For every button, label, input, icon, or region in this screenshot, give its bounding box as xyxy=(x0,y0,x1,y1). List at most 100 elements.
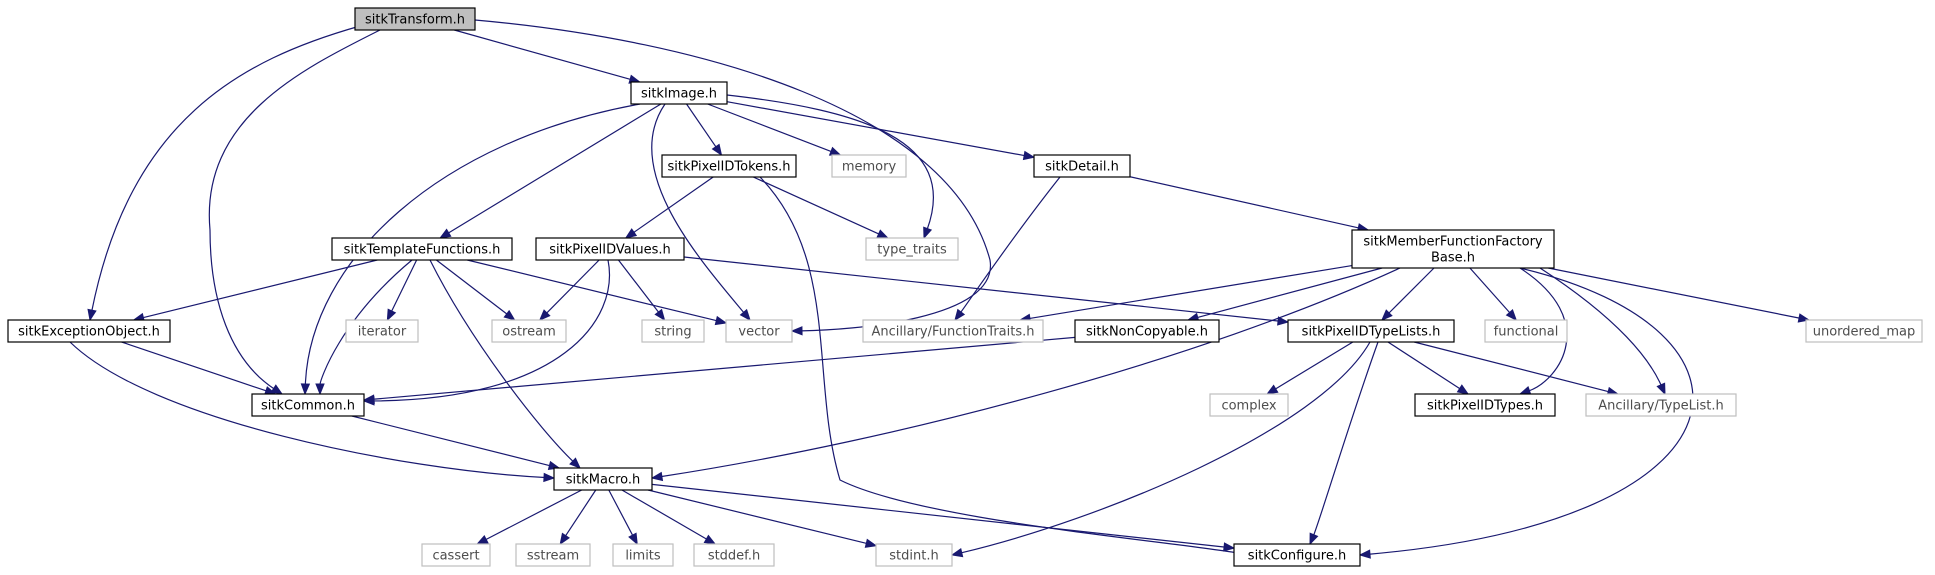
node-box xyxy=(693,543,775,567)
node-sitkPixelIDTokens[interactable]: sitkPixelIDTokens.h xyxy=(661,154,797,178)
edge-sitkMacro-to-cassert xyxy=(476,489,582,545)
node-sitkPixelIDTypes[interactable]: sitkPixelIDTypes.h xyxy=(1414,393,1556,417)
edge-sitkMacro-to-stdint xyxy=(647,489,878,548)
node-label: memory xyxy=(842,160,897,175)
node-label: string xyxy=(654,325,691,340)
edge-sitkMacro-to-stddef xyxy=(621,489,717,545)
edge-sitkPixelIDTokens-to-sitkConfigure xyxy=(759,176,1252,558)
node-label: functional xyxy=(1494,325,1559,340)
node-label: Ancillary/TypeList.h xyxy=(1598,399,1723,414)
node-stdint: stdint.h xyxy=(875,543,953,567)
node-box xyxy=(535,237,685,261)
edge-sitkTransform-to-sitkExceptionObject xyxy=(87,25,361,322)
edge-sitkImage-to-type_traits xyxy=(726,94,934,240)
edge-sitkMemberFunctionFactoryBase-to-sitkPixelIDTypeLists xyxy=(1381,267,1435,321)
node-TypeList: Ancillary/TypeList.h xyxy=(1585,393,1737,417)
node-label: cassert xyxy=(432,549,479,564)
nodes-layer: sitkTransform.h sitkImage.h sitkPixelIDTok… xyxy=(7,7,1923,567)
node-label: sitkTemplateFunctions.h xyxy=(344,243,501,258)
edge-sitkMacro-to-sitkConfigure xyxy=(651,483,1236,552)
node-box xyxy=(553,467,653,491)
edge-sitkPixelIDTokens-to-sitkPixelIDValues xyxy=(624,176,714,239)
node-label: unordered_map xyxy=(1813,325,1916,340)
node-label: Base.h xyxy=(1431,251,1475,266)
node-box xyxy=(251,393,365,417)
node-label: sitkCommon.h xyxy=(261,399,355,414)
node-label: sitkPixelIDTypeLists.h xyxy=(1302,325,1441,340)
node-label: stdint.h xyxy=(889,549,938,564)
node-label: sitkNonCopyable.h xyxy=(1086,325,1208,340)
edge-sitkMemberFunctionFactoryBase-to-functional xyxy=(1469,267,1518,322)
node-label: stddef.h xyxy=(708,549,760,564)
edge-sitkTemplateFunctions-to-ostream xyxy=(435,259,516,321)
node-sitkImage[interactable]: sitkImage.h xyxy=(630,81,728,105)
node-box xyxy=(1209,393,1289,417)
node-sitkTransform[interactable]: sitkTransform.h xyxy=(354,7,476,31)
node-sitkExceptionObject[interactable]: sitkExceptionObject.h xyxy=(7,319,171,343)
edge-sitkMemberFunctionFactoryBase-to-sitkConfigure xyxy=(1358,267,1694,559)
edge-sitkImage-to-sitkDetail xyxy=(726,101,1036,161)
edge-sitkImage-to-vector xyxy=(651,103,751,322)
edge-sitkCommon-to-sitkMacro xyxy=(351,415,561,471)
node-box xyxy=(491,319,567,343)
node-box xyxy=(515,543,591,567)
node-label: ostream xyxy=(502,325,556,340)
node-box xyxy=(612,543,674,567)
node-label: sitkPixelIDTypes.h xyxy=(1427,399,1543,414)
node-label: complex xyxy=(1221,399,1276,414)
edge-sitkPixelIDTypeLists-to-sitkPixelIDTypes xyxy=(1387,341,1470,395)
edge-sitkPixelIDTypeLists-to-stdint xyxy=(950,341,1371,558)
node-box xyxy=(865,237,959,261)
node-sitkCommon[interactable]: sitkCommon.h xyxy=(251,393,365,417)
node-label: sstream xyxy=(527,549,579,564)
node-sitkPixelIDTypeLists[interactable]: sitkPixelIDTypeLists.h xyxy=(1287,319,1455,343)
edge-sitkPixelIDTypeLists-to-TypeList xyxy=(1413,341,1620,396)
node-box xyxy=(1233,543,1361,567)
node-label: sitkMemberFunctionFactory xyxy=(1363,235,1543,250)
node-label: sitkPixelIDValues.h xyxy=(549,243,671,258)
node-sitkPixelIDValues[interactable]: sitkPixelIDValues.h xyxy=(535,237,685,261)
node-label: vector xyxy=(738,325,780,340)
node-label: sitkTransform.h xyxy=(365,13,465,28)
node-iterator: iterator xyxy=(345,319,419,343)
edge-sitkTransform-to-sitkCommon xyxy=(208,29,381,395)
node-label: sitkPixelIDTokens.h xyxy=(667,160,790,175)
edge-sitkMacro-to-sstream xyxy=(559,489,597,546)
edge-sitkTemplateFunctions-to-iterator xyxy=(386,259,418,322)
edge-sitkMemberFunctionFactoryBase-to-sitkMacro xyxy=(650,267,1401,482)
node-box xyxy=(331,237,513,261)
node-vector: vector xyxy=(725,319,793,343)
node-sitkTemplateFunctions[interactable]: sitkTemplateFunctions.h xyxy=(331,237,513,261)
node-label: type_traits xyxy=(877,243,947,258)
node-limits: limits xyxy=(612,543,674,567)
node-string: string xyxy=(641,319,705,343)
node-sitkMacro[interactable]: sitkMacro.h xyxy=(553,467,653,491)
edge-sitkImage-to-sitkTemplateFunctions xyxy=(438,103,662,239)
edge-sitkMemberFunctionFactoryBase-to-TypeList xyxy=(1539,267,1666,396)
node-sitkNonCopyable[interactable]: sitkNonCopyable.h xyxy=(1074,319,1220,343)
node-sitkDetail[interactable]: sitkDetail.h xyxy=(1033,154,1131,178)
node-box xyxy=(354,7,476,31)
node-box xyxy=(661,154,797,178)
edge-sitkDetail-to-sitkMemberFunctionFactoryBase xyxy=(1129,176,1370,233)
edge-sitkPixelIDTypeLists-to-complex xyxy=(1265,341,1354,395)
node-sstream: sstream xyxy=(515,543,591,567)
node-box xyxy=(1074,319,1220,343)
node-sitkConfigure[interactable]: sitkConfigure.h xyxy=(1233,543,1361,567)
node-label: Ancillary/FunctionTraits.h xyxy=(872,325,1035,340)
edge-sitkImage-to-sitkPixelIDTokens xyxy=(686,103,723,157)
node-label: limits xyxy=(625,549,661,564)
edge-sitkPixelIDValues-to-string xyxy=(617,259,666,322)
edge-sitkPixelIDTokens-to-type_traits xyxy=(753,176,889,239)
node-label: sitkConfigure.h xyxy=(1248,549,1346,564)
node-cassert: cassert xyxy=(421,543,491,567)
edge-sitkImage-to-sitkCommon xyxy=(300,103,641,396)
edge-sitkExceptionObject-to-sitkMacro xyxy=(69,341,556,483)
edge-sitkPixelIDValues-to-sitkPixelIDTypeLists xyxy=(683,256,1290,326)
node-box xyxy=(345,319,419,343)
node-functional: functional xyxy=(1484,319,1568,343)
edge-sitkDetail-to-FunctionTraits xyxy=(954,176,1061,322)
node-label: iterator xyxy=(358,325,407,340)
